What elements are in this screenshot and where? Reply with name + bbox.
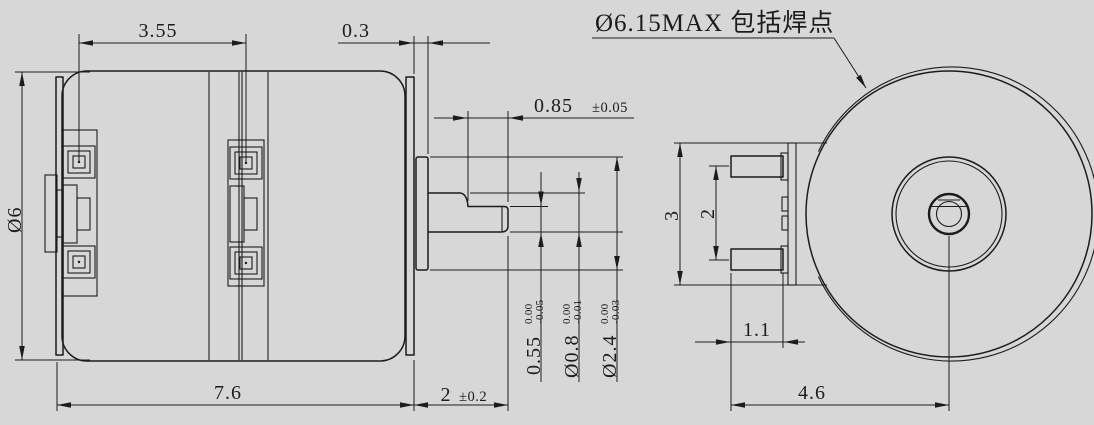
dim-terminal-pitch-end: 2 <box>697 208 719 219</box>
end-view <box>730 66 1094 411</box>
left-tab <box>44 174 58 253</box>
dim-flat-height-tol-upper: 0.00 <box>523 303 535 324</box>
dim-shaft-diameter-tol-lower: -0.01 <box>572 300 584 324</box>
dim-shaft-diameter: Ø0.8 <box>561 335 583 378</box>
leader-line <box>833 37 867 89</box>
dim-bushing-protrusion: 0.3 <box>342 20 370 42</box>
dim-body-diameter: Ø6 <box>4 207 26 233</box>
terminal-top <box>730 155 784 178</box>
note-max-envelope: Ø6.15MAX 包括焊点 <box>595 9 834 37</box>
dim-bushing-diameter-tol-lower: -0.03 <box>610 299 622 324</box>
dim-flat-height: 0.55 <box>523 336 545 375</box>
dim-bushing-diameter-tol-upper: 0.00 <box>599 303 611 324</box>
right-end-washer <box>405 76 415 356</box>
terminal-bottom <box>730 248 784 271</box>
dim-bushing-diameter: Ø2.4 <box>599 335 621 378</box>
mounting-bracket <box>780 142 827 286</box>
side-view <box>44 70 509 362</box>
dim-flat-height-tol-lower: -0.05 <box>534 299 546 324</box>
dim-shaft-length-tol: ±0.2 <box>459 389 487 405</box>
terminal-center-dot <box>77 260 81 264</box>
terminal-center-dot <box>244 161 248 165</box>
dim-terminal-length: 1.1 <box>743 319 771 341</box>
shaft-outline <box>428 192 509 233</box>
dim-body-length: 7.6 <box>214 382 242 404</box>
terminal-center-dot <box>77 160 81 164</box>
side-view-dimensions: Ø6 3.55 0.3 0.85 ±0.05 0.55 0.00 -0.0 <box>4 20 634 411</box>
dim-flat-length: 0.85 <box>534 95 573 117</box>
solder-envelope-arc <box>817 66 1094 362</box>
dim-terminal-pitch-side: 3.55 <box>139 20 178 42</box>
dim-flat-length-tol: ±0.05 <box>592 100 628 116</box>
bushing-boss <box>415 156 429 271</box>
end-view-dimensions: Ø6.15MAX 包括焊点 3 2 1.1 4.6 <box>592 9 949 411</box>
dim-bracket-height: 3 <box>661 210 683 221</box>
motor-body-outline <box>61 70 406 362</box>
dim-terminal-to-axis: 4.6 <box>798 382 826 404</box>
dim-shaft-diameter-tol-upper: 0.00 <box>561 303 573 324</box>
dim-shaft-length: 2 <box>441 384 452 406</box>
left-terminal-block <box>44 129 98 297</box>
shaft-circle <box>927 192 971 236</box>
center-band-lines <box>208 72 269 360</box>
shaft-tip-face-circle <box>935 200 963 228</box>
terminal-center-dot <box>244 261 248 265</box>
